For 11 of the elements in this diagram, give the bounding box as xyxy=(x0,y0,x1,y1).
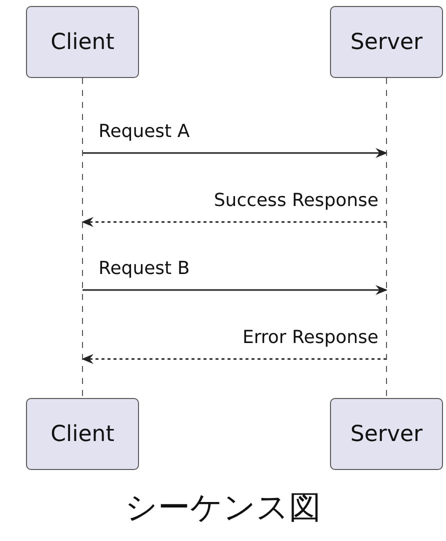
participant-box: Server xyxy=(330,398,443,470)
message-arrow xyxy=(82,285,388,295)
lifeline xyxy=(384,78,389,398)
participant-box: Server xyxy=(330,6,443,78)
participant-box: Client xyxy=(26,6,139,78)
message-arrow xyxy=(82,354,386,364)
message-arrow xyxy=(82,148,388,158)
participant-box: Client xyxy=(26,398,139,470)
message-arrow xyxy=(82,217,386,227)
lifeline xyxy=(80,78,85,398)
caption: シーケンス図 xyxy=(125,487,321,528)
